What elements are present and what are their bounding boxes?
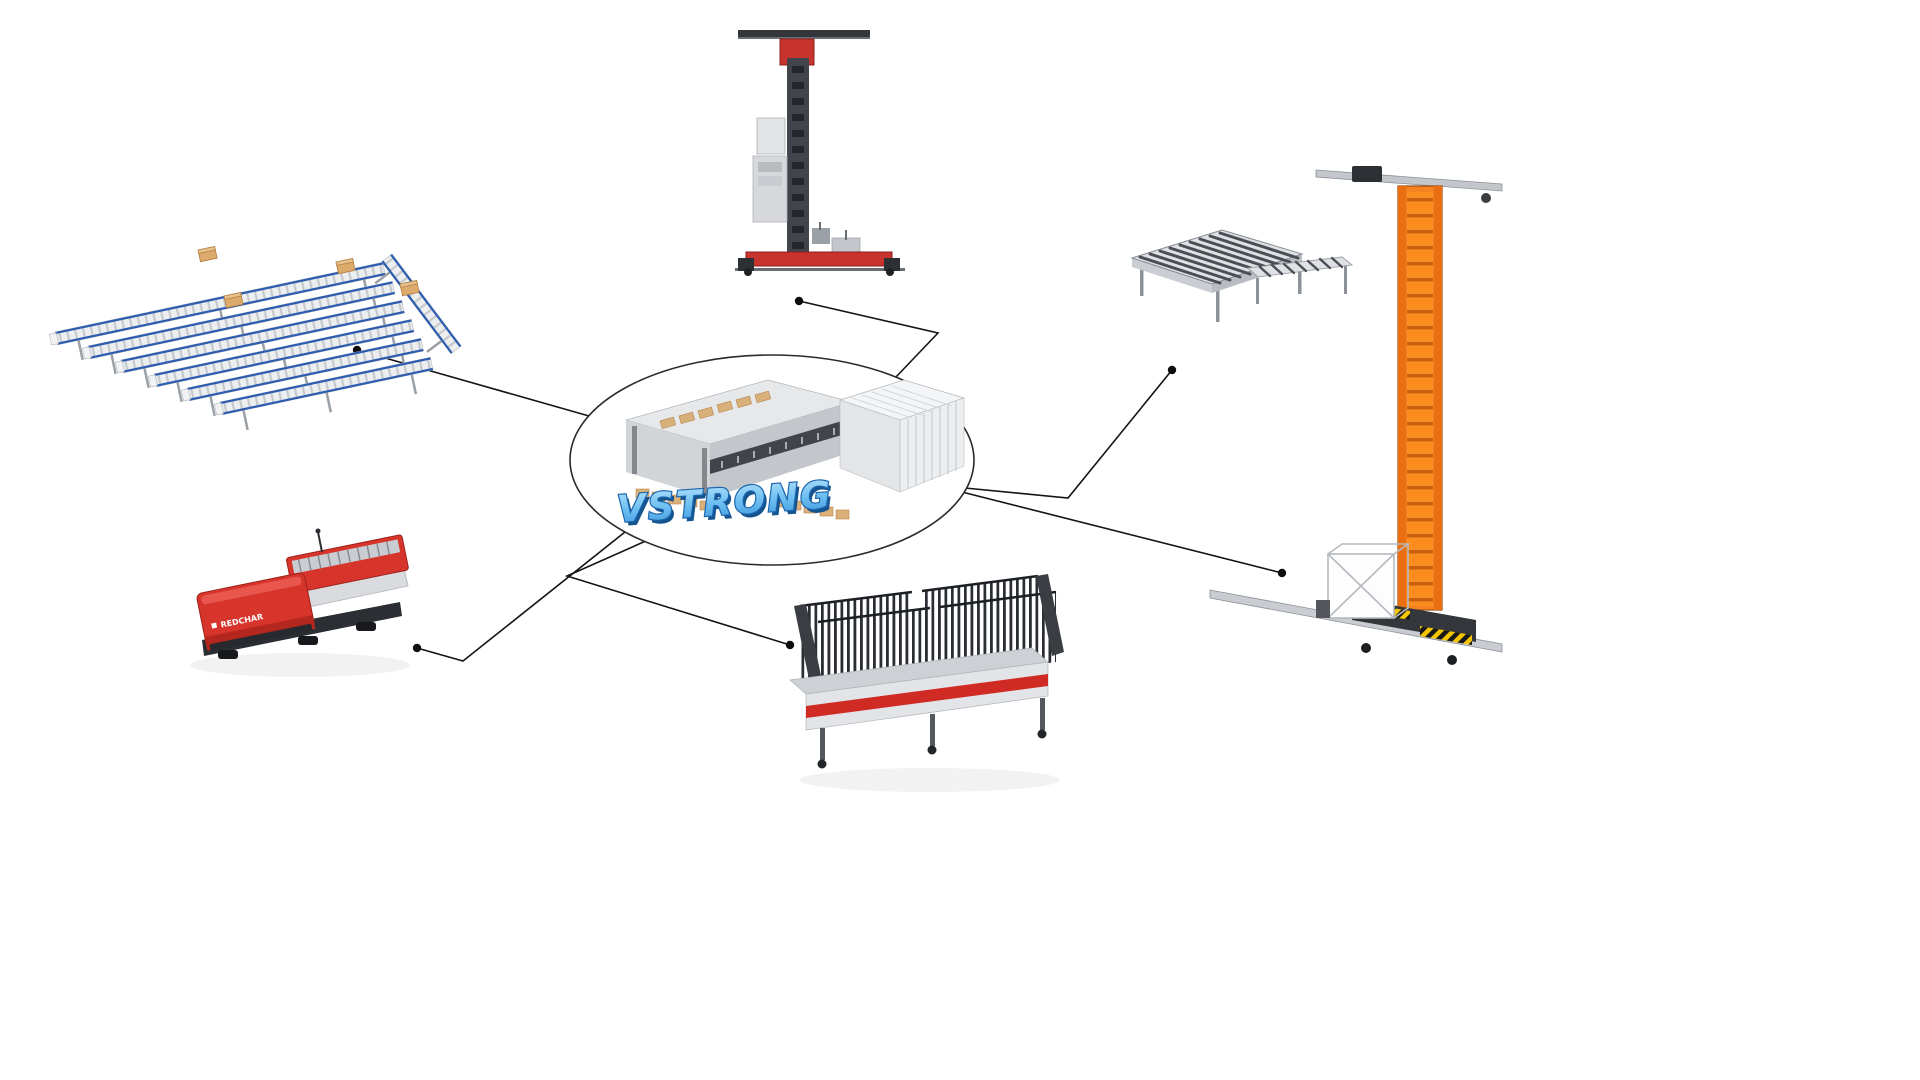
agv-shuttle: REDCHAR bbox=[190, 528, 410, 677]
lift-trolley-block bbox=[1352, 166, 1382, 182]
carton-boxes bbox=[197, 245, 420, 309]
connector-dot-sorter bbox=[785, 640, 795, 650]
connector-line-lift bbox=[961, 491, 1283, 574]
pallet-row-top bbox=[659, 390, 772, 430]
crane-cabin bbox=[756, 117, 786, 155]
connector-line-table bbox=[964, 369, 1173, 499]
connector-lines bbox=[356, 300, 1283, 662]
collector-conveyor bbox=[374, 253, 462, 355]
pallet-row-floor-left bbox=[635, 488, 714, 511]
lift-pulley bbox=[1481, 193, 1491, 203]
vertical-lift-crane bbox=[1209, 166, 1503, 665]
agv-antenna bbox=[317, 531, 323, 553]
connector-dot-table bbox=[1167, 365, 1177, 375]
connector-dot-stacker bbox=[794, 296, 804, 306]
sorting-buffer bbox=[789, 574, 1064, 792]
infeed-conveyor-lines bbox=[48, 245, 462, 431]
central-processing-cell bbox=[624, 379, 966, 520]
crane-top-rail bbox=[738, 30, 870, 37]
sorter-red-stripe bbox=[806, 674, 1048, 718]
agv-logo-icon bbox=[211, 622, 218, 629]
connector-line-stacker bbox=[798, 300, 940, 379]
crane-mast bbox=[787, 58, 809, 260]
crane-base-beam bbox=[745, 251, 893, 267]
agv-cab: REDCHAR bbox=[196, 572, 316, 651]
pallet-stacker-crane bbox=[735, 30, 905, 276]
connector-line-sorter bbox=[564, 539, 791, 646]
pallet-row-floor-right bbox=[771, 497, 850, 520]
lift-cage bbox=[1327, 543, 1411, 619]
connector-dots bbox=[352, 296, 1287, 653]
connector-line-agv bbox=[416, 531, 626, 662]
connector-dot-lift bbox=[1277, 568, 1287, 578]
agv-roller-module bbox=[286, 534, 409, 594]
connector-line-conveyors bbox=[356, 349, 590, 417]
crane-floor-rail bbox=[735, 268, 905, 271]
transfer-conveyor-table bbox=[1130, 229, 1354, 322]
connector-dot-agv bbox=[412, 643, 422, 653]
